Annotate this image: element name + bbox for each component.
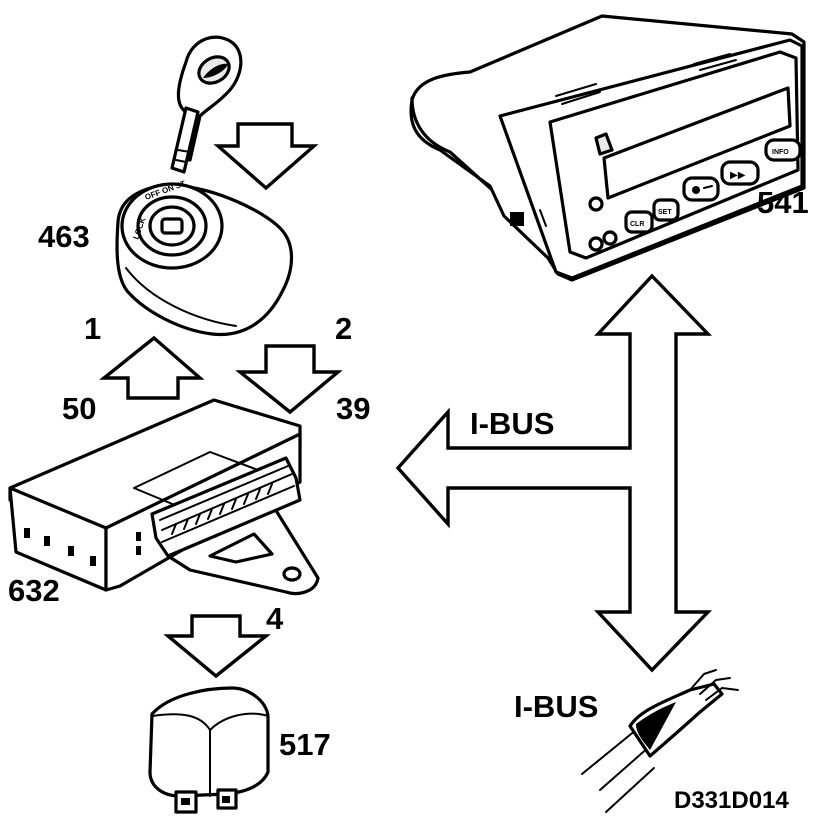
ignition-switch: LOCK OFF ON ST xyxy=(115,179,293,337)
info-button: INFO xyxy=(772,149,789,156)
label-463: 463 xyxy=(38,219,90,254)
forward-button: ▶▶ xyxy=(730,170,746,181)
control-module xyxy=(8,398,320,596)
display-unit: CLR SET ▶▶ INFO xyxy=(409,14,806,282)
arrow-1-up xyxy=(99,335,205,400)
label-4: 4 xyxy=(266,601,284,636)
ignition-key xyxy=(170,35,243,174)
label-541: 541 xyxy=(757,185,809,220)
label-632: 632 xyxy=(8,573,60,608)
drawing-code: D331D014 xyxy=(674,787,789,814)
label-517: 517 xyxy=(279,727,331,762)
arrow-4-down xyxy=(163,614,271,679)
relay xyxy=(148,686,270,814)
label-2: 2 xyxy=(335,311,352,346)
insert-key-arrow xyxy=(213,122,319,191)
svg-text:OFF ON ST: OFF ON ST xyxy=(144,179,187,202)
ibus-arrow xyxy=(395,273,713,673)
label-1: 1 xyxy=(84,311,101,346)
bus-cable xyxy=(581,669,739,813)
label-ibus-upper: I-BUS xyxy=(470,406,554,441)
label-39: 39 xyxy=(336,391,370,426)
label-ibus-lower: I-BUS xyxy=(514,689,598,724)
clr-button: CLR xyxy=(630,221,644,228)
set-button: SET xyxy=(658,209,672,216)
label-50: 50 xyxy=(62,391,96,426)
arrow-2-down xyxy=(235,344,343,415)
